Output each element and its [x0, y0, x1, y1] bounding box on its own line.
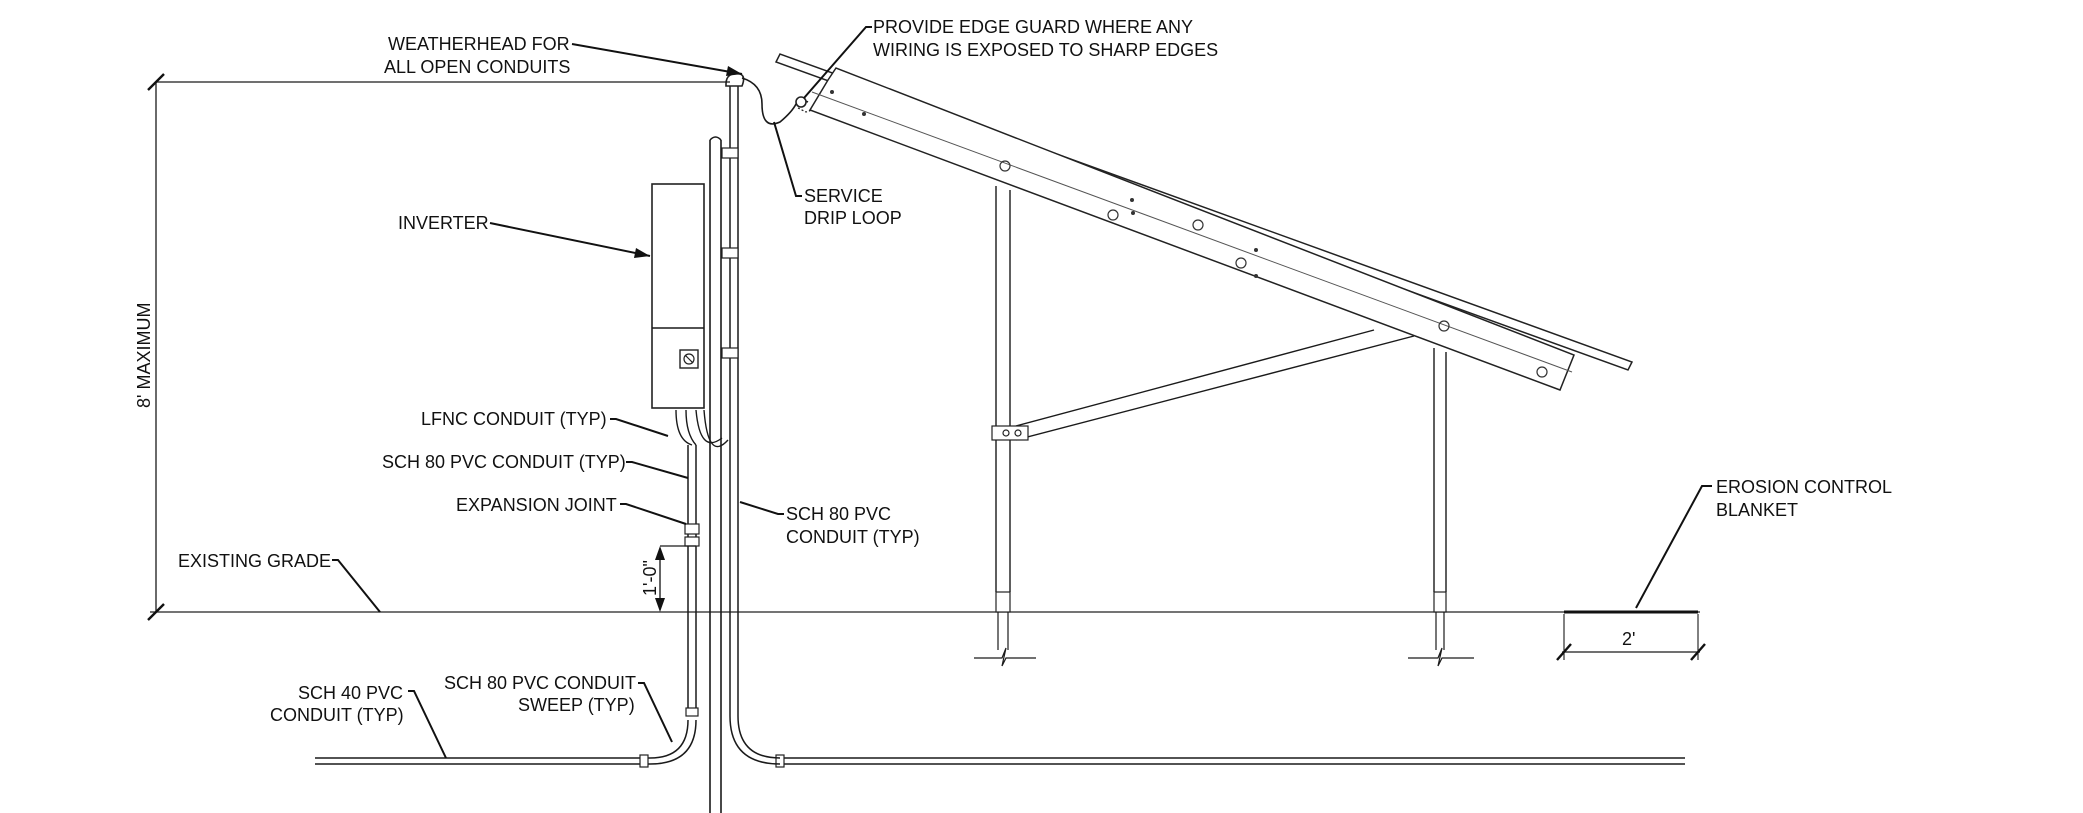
- dimension-2ft: [1556, 614, 1706, 661]
- label-drip-loop-line1: SERVICE: [804, 186, 883, 206]
- label-existing-grade: EXISTING GRADE: [178, 551, 331, 571]
- label-erosion-line1: EROSION CONTROL: [1716, 477, 1892, 497]
- vertical-conduit-sch80: [684, 445, 700, 708]
- leader-lfnc: [610, 418, 669, 437]
- vertical-conduit-weatherhead: [721, 84, 739, 716]
- label-expansion-joint: EXPANSION JOINT: [456, 495, 617, 515]
- label-sch80-right-line2: CONDUIT (TYP): [786, 527, 920, 547]
- label-weatherhead-line1: WEATHERHEAD FOR: [388, 34, 570, 54]
- label-sch40-line2: CONDUIT (TYP): [270, 705, 404, 725]
- dimension-8ft-max-text: 8' MAXIMUM: [134, 303, 154, 408]
- inverter-box: [651, 183, 705, 409]
- label-erosion-line2: BLANKET: [1716, 500, 1798, 520]
- dimension-1ft-text: 1'-0": [640, 560, 660, 596]
- rack-diagonal-brace: [991, 329, 1415, 441]
- dimension-2ft-text: 2': [1622, 629, 1635, 649]
- leader-weatherhead: [571, 43, 743, 75]
- label-sweep-line2: SWEEP (TYP): [518, 695, 635, 715]
- leader-sch40: [408, 690, 447, 759]
- lfnc-conduit: [675, 409, 729, 448]
- leader-drip-loop: [773, 121, 802, 197]
- label-sch40-line1: SCH 40 PVC: [298, 683, 403, 703]
- dimension-1ft: [655, 545, 696, 612]
- label-lfnc-conduit: LFNC CONDUIT (TYP): [421, 409, 607, 429]
- label-weatherhead-line2: ALL OPEN CONDUITS: [384, 57, 570, 77]
- label-sch80-right-line1: SCH 80 PVC: [786, 504, 891, 524]
- label-inverter: INVERTER: [398, 213, 489, 233]
- dimension-8ft-max: [147, 73, 730, 621]
- leader-erosion: [1635, 485, 1712, 609]
- label-sch80-conduit-typ: SCH 80 PVC CONDUIT (TYP): [382, 452, 626, 472]
- underground-conduit-right: [729, 715, 1685, 768]
- edge-guard-icon: [795, 96, 813, 113]
- label-edge-guard-line2: WIRING IS EXPOSED TO SHARP EDGES: [873, 40, 1218, 60]
- label-edge-guard-line1: PROVIDE EDGE GUARD WHERE ANY: [873, 17, 1193, 37]
- leader-expansion-joint: [620, 503, 687, 525]
- support-post: [709, 136, 722, 813]
- leader-inverter: [489, 222, 651, 257]
- leader-sch80-right: [739, 501, 784, 515]
- leader-existing-grade: [332, 559, 381, 613]
- solar-panel-module: [774, 53, 1634, 391]
- leader-sch80-typ: [626, 461, 689, 479]
- rack-post-rear: [1408, 348, 1474, 667]
- label-sweep-line1: SCH 80 PVC CONDUIT: [444, 673, 636, 693]
- rack-post-front: [974, 186, 1036, 667]
- underground-conduit-left: [315, 707, 699, 768]
- label-drip-loop-line2: DRIP LOOP: [804, 208, 902, 228]
- leader-edge-guard: [803, 26, 872, 99]
- leader-sweep: [638, 682, 673, 743]
